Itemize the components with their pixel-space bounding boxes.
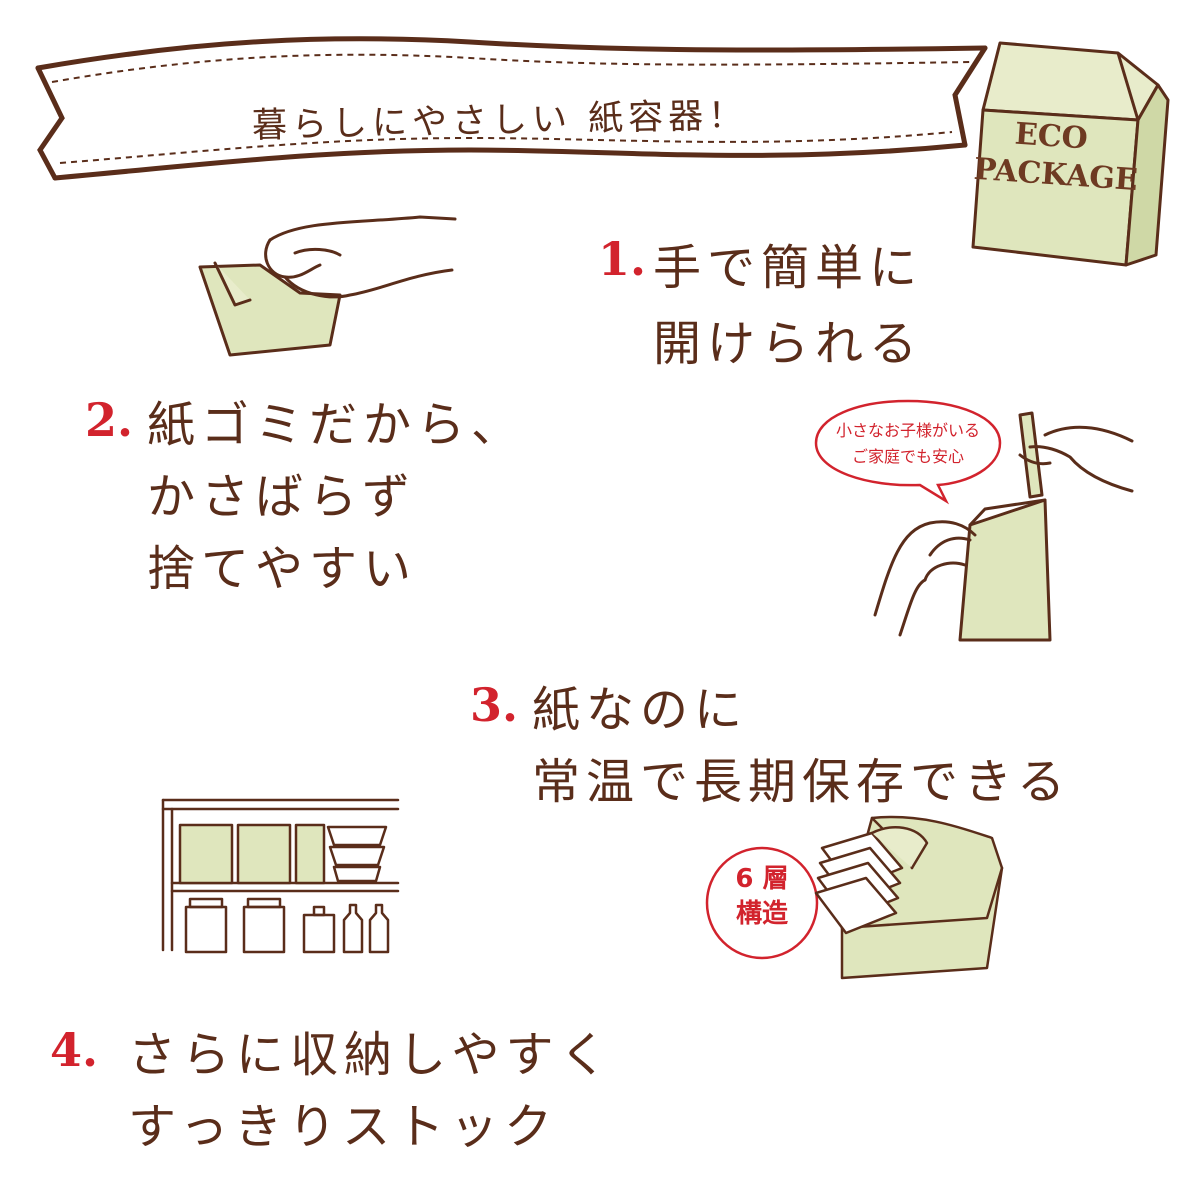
step-4-number: 4.: [50, 1023, 99, 1077]
step-1-number: 1.: [598, 232, 647, 286]
bubble-line-2: ご家庭でも安心: [851, 446, 964, 466]
stamp-circle-icon: [705, 846, 819, 960]
layered-carton-icon: [814, 815, 1004, 980]
hands-tearing-carton-icon: [873, 411, 1134, 642]
speech-bubble-icon: [814, 399, 1002, 505]
step-3-line-1: 紙なのに: [532, 682, 749, 738]
step-2-line-1: 紙ゴミだから、: [147, 397, 526, 453]
step-4-line-1: さらに収納しやすく: [128, 1027, 614, 1083]
step-3-number: 3.: [470, 678, 519, 732]
step-4-line-2: すっきりストック: [128, 1099, 559, 1155]
step-1-line-2: 開けられる: [653, 316, 924, 372]
layer-stamp: 6 層 構造: [712, 862, 812, 932]
step-1-line-1: 手で簡単に: [653, 240, 924, 296]
step-2-line-3: 捨てやすい: [147, 541, 418, 597]
eco-line-1: ECO: [1013, 116, 1089, 157]
step-3-line-2: 常温で長期保存できる: [532, 754, 1072, 810]
eco-package-label: ECO PACKAGE: [973, 113, 1139, 198]
step-2-number: 2.: [85, 393, 134, 447]
step-2-line-2: かさばらず: [147, 469, 417, 525]
banner-ribbon-icon: [35, 36, 988, 181]
eco-package-box-icon: [971, 41, 1170, 267]
shelf-storage-icon: [161, 798, 400, 954]
stamp-line-2: 構造: [735, 899, 788, 930]
stamp-line-1: 6 層: [735, 864, 789, 894]
hand-opening-pouch-icon: [198, 215, 457, 357]
bubble-line-1: 小さなお子様がいる: [835, 421, 980, 440]
bubble-text: 小さなお子様がいる ご家庭でも安心: [818, 418, 998, 469]
